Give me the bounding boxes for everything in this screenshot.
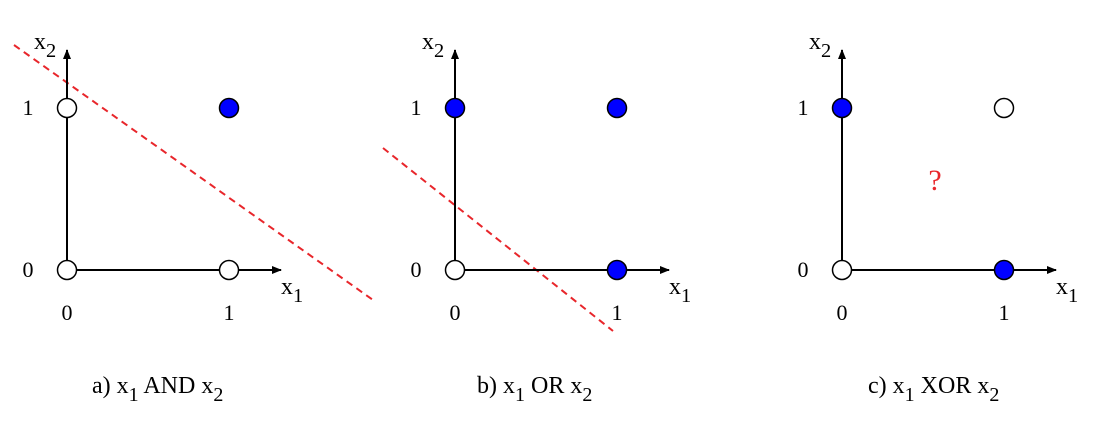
caption-operator: XOR x [915,373,990,399]
panel-caption: c) x1 XOR x2 [868,373,999,406]
point-hollow [444,259,466,281]
caption-subscript-1: 1 [129,384,139,406]
caption-prefix: b) x [477,373,515,399]
point-filled [993,259,1015,281]
separator-line [13,44,374,301]
separator-line [382,147,614,332]
x-axis-label-main: x [1056,274,1068,300]
x-tick-label-0: 0 [450,300,461,325]
x-tick-label-0: 0 [837,300,848,325]
x-axis-label: x1 [669,274,691,307]
y-tick-label-0: 0 [411,257,422,282]
y-axis-label-main: x [422,29,434,55]
x-tick-label-1: 1 [999,300,1010,325]
caption-subscript-1: 1 [905,384,915,406]
point-hollow [56,259,78,281]
caption-operator: AND x [139,373,214,399]
y-tick-label-1: 1 [798,95,809,120]
x-tick-label-1: 1 [612,300,623,325]
y-axis-label: x2 [422,29,444,62]
caption-operator: OR x [525,373,582,399]
caption-prefix: a) x [92,373,129,399]
question-mark: ? [928,164,941,197]
y-tick-label-1: 1 [23,95,34,120]
x-tick-label-1: 1 [224,300,235,325]
y-tick-label-0: 0 [23,257,34,282]
x-axis-label-subscript: 1 [681,285,691,307]
point-filled [444,97,466,119]
y-axis-label: x2 [809,29,831,62]
x-axis-label-subscript: 1 [293,285,303,307]
y-axis-label-subscript: 2 [46,40,56,62]
x-axis-label: x1 [1056,274,1078,307]
caption-subscript-1: 1 [515,384,525,406]
x-axis-label-subscript: 1 [1068,285,1078,307]
caption-subscript-2: 2 [582,384,592,406]
y-axis-label-main: x [34,29,46,55]
x-tick-label-0: 0 [62,300,73,325]
point-hollow [831,259,853,281]
y-axis-label-subscript: 2 [434,40,444,62]
point-hollow [56,97,78,119]
panel-caption: a) x1 AND x2 [92,373,223,406]
y-axis-label-subscript: 2 [821,40,831,62]
y-axis-label-main: x [809,29,821,55]
point-hollow [993,97,1015,119]
x-axis-label-main: x [281,274,293,300]
point-filled [218,97,240,119]
x-axis-label: x1 [281,274,303,307]
x-axis-label-main: x [669,274,681,300]
caption-prefix: c) x [868,373,905,399]
y-axis-label: x2 [34,29,56,62]
point-filled [606,97,628,119]
y-tick-label-0: 0 [798,257,809,282]
point-filled [606,259,628,281]
caption-subscript-2: 2 [989,384,999,406]
point-filled [831,97,853,119]
point-hollow [218,259,240,281]
caption-subscript-2: 2 [213,384,223,406]
panel-caption: b) x1 OR x2 [477,373,592,406]
y-tick-label-1: 1 [411,95,422,120]
